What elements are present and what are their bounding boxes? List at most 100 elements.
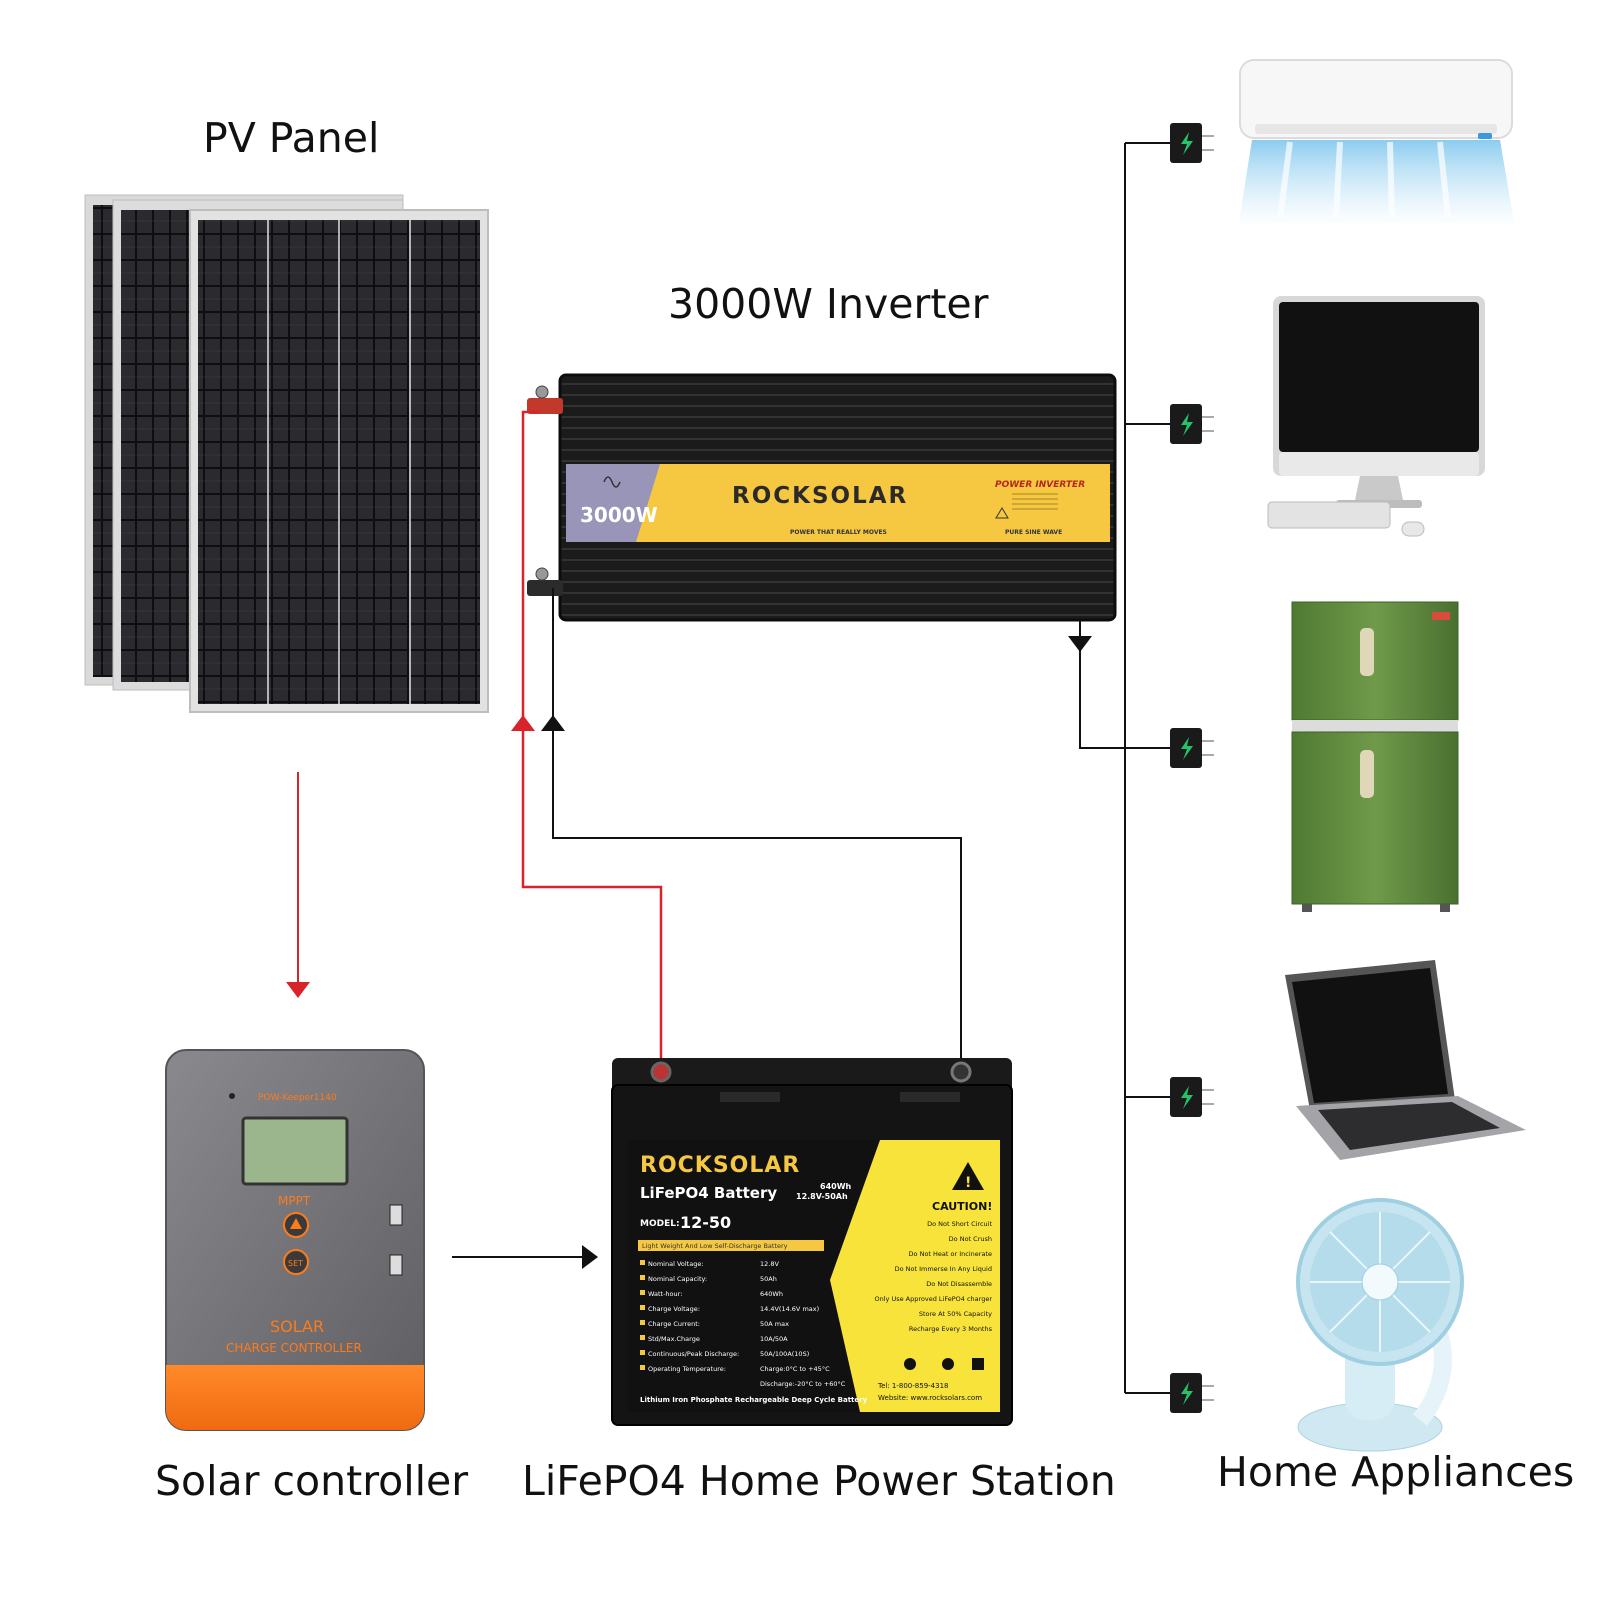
spec-value: 50A/100A(10S) (760, 1350, 809, 1358)
set-button (283, 1249, 309, 1275)
spec-name: Continuous/Peak Discharge: (648, 1350, 739, 1358)
spec-value: 12.8V (760, 1260, 779, 1268)
spec-name: Operating Temperature: (648, 1365, 726, 1373)
inverter: 3000W ROCKSOLAR POWER INVERTER POWER THA… (527, 373, 1117, 622)
pv-panels (84, 194, 489, 713)
positive-terminal (527, 385, 563, 414)
laptop-icon (1285, 960, 1526, 1160)
controller-to-battery-wire (452, 1245, 598, 1269)
caution-item: Do Not Immerse In Any Liquid (895, 1265, 992, 1273)
distribution-bus (1124, 142, 1170, 1394)
caution-list: Do Not Short Circuit Do Not Crush Do Not H… (875, 1220, 993, 1333)
battery-name: LiFePO4 Battery (640, 1184, 777, 1202)
spec-name: Nominal Voltage: (648, 1260, 704, 1268)
spec-value: Discharge:-20°C to +60°C (760, 1380, 846, 1388)
spec-value: Charge:0°C to +45°C (760, 1365, 830, 1373)
refrigerator-icon (1291, 601, 1459, 912)
caution-item: Do Not Disassemble (926, 1280, 992, 1288)
spec-bullet (640, 1275, 645, 1280)
battery-spec-table: Nominal Voltage: 12.8V Nominal Capacity: 50… (640, 1260, 846, 1388)
battery-model-label: MODEL: (640, 1219, 680, 1229)
black-arrow-up (541, 715, 565, 731)
caution-item: Do Not Short Circuit (927, 1220, 992, 1228)
battery-banner: Light Weight And Low Self-Discharge Batt… (642, 1242, 788, 1250)
controller-title-2: CHARGE CONTROLLER (226, 1341, 362, 1355)
spec-value: 50A max (760, 1320, 789, 1328)
inverter-output-wire (1079, 620, 1170, 749)
inverter-wattage: 3000W (580, 503, 658, 527)
usb-port-1 (389, 1204, 403, 1226)
usb-port-2 (389, 1254, 403, 1276)
spec-value: 14.4V(14.6V max) (760, 1305, 819, 1313)
solar-controller-label: Solar controller (155, 1457, 469, 1505)
battery-phone: Tel: 1-800-859-4318 (877, 1382, 949, 1390)
red-arrow-up (511, 715, 535, 731)
pv-to-controller-wire (286, 772, 310, 998)
solar-charge-controller: POW-Keeper1140 MPPT SET SOLAR CHARGE CON… (165, 1049, 425, 1431)
battery-capacity: 640Wh (820, 1182, 852, 1191)
battery-footer: Lithium Iron Phosphate Rechargeable Deep… (640, 1396, 868, 1404)
spec-value: 10A/50A (760, 1335, 788, 1343)
black-wire-battery-to-inverter (552, 588, 962, 1062)
caution-title: CAUTION! (932, 1200, 992, 1213)
spec-name: Std/Max.Charge (648, 1335, 700, 1343)
lcd-screen (241, 1116, 349, 1186)
controller-model: POW-Keeper1140 (258, 1093, 337, 1103)
spec-name: Nominal Capacity: (648, 1275, 707, 1283)
negative-terminal (527, 567, 563, 596)
air-conditioner-icon (1238, 59, 1515, 228)
red-wire-battery-to-inverter (521, 410, 663, 1062)
inverter-label: 3000W Inverter (668, 280, 989, 328)
pv-panel-front (189, 209, 489, 713)
black-arrow-right (582, 1245, 598, 1269)
caution-item: Recharge Every 3 Months (909, 1325, 993, 1333)
warning-icon (995, 507, 1009, 519)
desktop-computer-icon (1267, 296, 1485, 537)
spec-value: 640Wh (760, 1290, 783, 1298)
outlet-ac (1170, 123, 1214, 163)
battery-brand: ROCKSOLAR (640, 1153, 800, 1178)
caution-item: Do Not Crush (949, 1235, 992, 1243)
inverter-product: POWER INVERTER (995, 480, 1085, 490)
inverter-slogan: POWER THAT REALLY MOVES (790, 529, 887, 536)
spec-bullet (640, 1350, 645, 1355)
controller-title-1: SOLAR (270, 1317, 324, 1336)
inverter-text-lines (1012, 493, 1058, 510)
spec-name: Charge Voltage: (648, 1305, 700, 1313)
desk-fan-icon (1296, 1198, 1464, 1452)
battery-website: Website: www.rocksolars.com (878, 1394, 982, 1402)
caution-item: Do Not Heat or Incinerate (909, 1250, 992, 1258)
controller-mode: MPPT (278, 1194, 311, 1208)
caution-item: Only Use Approved LiFePO4 charger (875, 1295, 993, 1303)
lifepo4-battery: ROCKSOLAR LiFePO4 Battery 640Wh 12.8V-50… (611, 1058, 1013, 1426)
spec-bullet (640, 1365, 645, 1370)
home-appliances-label: Home Appliances (1217, 1448, 1575, 1496)
set-button-label: SET (288, 1259, 303, 1268)
battery-spec: 12.8V-50Ah (796, 1192, 848, 1201)
battery-positive-terminal (650, 1061, 672, 1083)
outlet-computer (1170, 404, 1214, 444)
spec-bullet (640, 1260, 645, 1265)
black-arrow-down (1068, 636, 1092, 652)
caution-triangle-icon (952, 1162, 984, 1190)
power-station-label: LiFePO4 Home Power Station (522, 1457, 1116, 1505)
spec-name: Watt-hour: (648, 1290, 682, 1298)
outlet-fan (1170, 1373, 1214, 1413)
spec-bullet (640, 1290, 645, 1295)
certification-icons (904, 1358, 984, 1370)
outlet-fridge (1170, 728, 1214, 768)
spec-name: Charge Current: (648, 1320, 700, 1328)
inverter-wave: PURE SINE WAVE (1005, 529, 1062, 536)
spec-bullet (640, 1320, 645, 1325)
up-arrow-icon (290, 1218, 302, 1229)
pv-panel-label: PV Panel (203, 114, 380, 162)
caution-item: Store At 50% Capacity (919, 1310, 992, 1318)
sine-wave-icon (603, 476, 621, 488)
inverter-brand: ROCKSOLAR (732, 483, 908, 509)
spec-bullet (640, 1335, 645, 1340)
spec-value: 50Ah (760, 1275, 777, 1283)
battery-model: 12-50 (680, 1213, 731, 1232)
outlet-laptop (1170, 1077, 1214, 1117)
battery-negative-terminal (950, 1061, 972, 1083)
